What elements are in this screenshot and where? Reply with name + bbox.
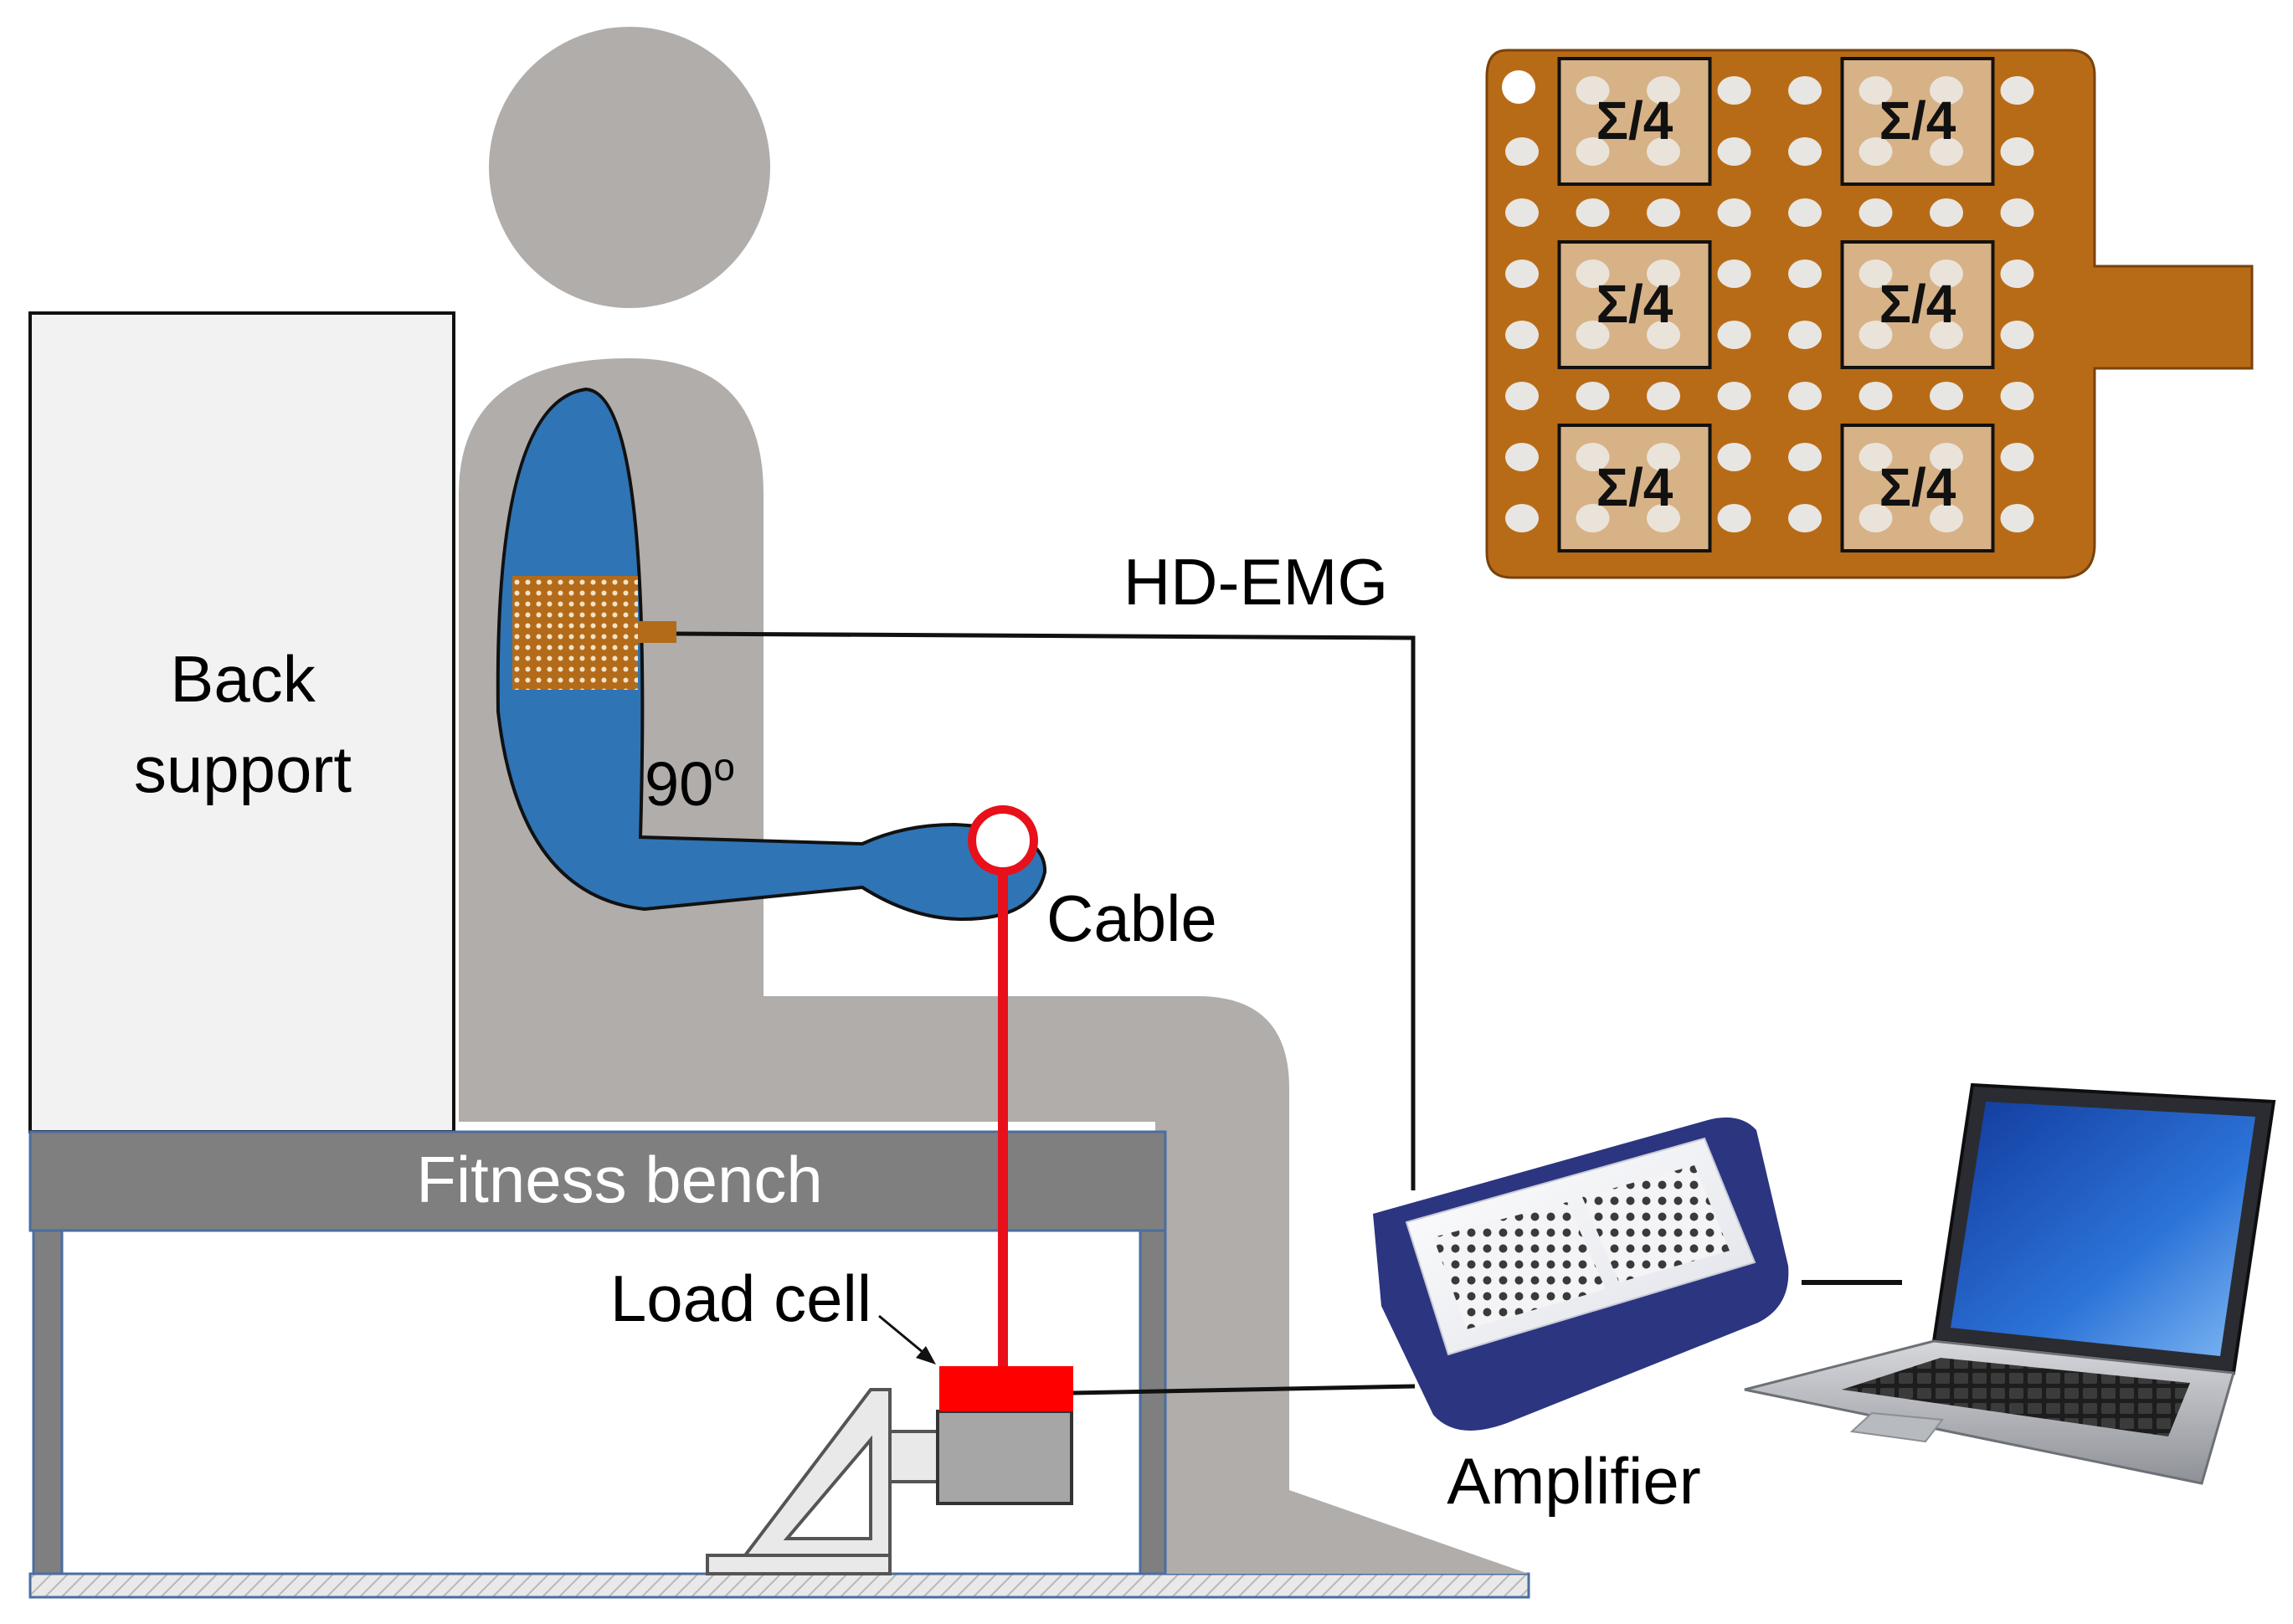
electrode-dot: [1788, 260, 1822, 288]
electrode-dot: [1505, 260, 1539, 288]
electrode-dot: [1647, 198, 1680, 227]
amplifier-socket-left: [1433, 1202, 1606, 1329]
grid-corner-hole: [1502, 70, 1535, 104]
electrode-dot: [2000, 76, 2034, 105]
laptop-keyboard: [1842, 1358, 2190, 1436]
mount-base: [706, 1554, 892, 1575]
floor: [28, 1572, 1530, 1599]
angle-label: 90o: [645, 745, 735, 819]
electrode-dot: [1859, 198, 1893, 227]
electrode-group-box-4: [1840, 240, 1995, 369]
back-support-label-line2: support: [134, 732, 352, 806]
electrode-dot: [2000, 260, 2034, 288]
electrode-dot: [2000, 321, 2034, 349]
electrode-dot: [1576, 198, 1610, 227]
electrode-group-box-2: [1840, 57, 1995, 186]
electrode-dot: [1717, 260, 1751, 288]
electrode-dot: [1717, 382, 1751, 410]
electrode-dot: [1717, 198, 1751, 227]
load-cell-pointer-head: [916, 1346, 936, 1364]
electrode-dot: [1788, 321, 1822, 349]
electrode-dot: [1576, 382, 1610, 410]
electrode-dot: [1930, 198, 1963, 227]
electrode-dot: [2000, 443, 2034, 471]
mount-arm: [888, 1430, 940, 1483]
electrode-dot: [2000, 382, 2034, 410]
fitness-bench: [28, 1130, 1167, 1575]
electrode-dot: [1717, 321, 1751, 349]
angle-unit: o: [713, 745, 735, 789]
bench-top: [28, 1130, 1167, 1232]
electrode-group-label-6: Σ/4: [1879, 457, 1956, 517]
person-head: [489, 27, 770, 308]
back-support: [28, 311, 455, 1133]
electrode-dot: [1717, 76, 1751, 105]
electrode-dot: [1930, 382, 1963, 410]
load-cell-mount: [706, 1388, 940, 1575]
bench-leg-right: [1139, 1229, 1167, 1575]
fitness-bench-label: Fitness bench: [416, 1143, 823, 1216]
electrode-dot: [1717, 443, 1751, 471]
hdemg-pad-tail: [638, 621, 676, 643]
electrode-group-box-1: [1557, 57, 1712, 186]
electrode-dot: [2000, 504, 2034, 532]
mount-triangle-inner: [783, 1435, 872, 1540]
electrode-dot: [1788, 443, 1822, 471]
person-silhouette: [459, 27, 1529, 1574]
electrode-dot: [1717, 137, 1751, 166]
amplifier-socket-right: [1582, 1165, 1730, 1282]
amplifier-device: [1373, 1117, 1789, 1431]
electrode-dot: [1505, 137, 1539, 166]
electrode-group-label-2: Σ/4: [1879, 90, 1956, 151]
hdemg-label: HD-EMG: [1123, 545, 1388, 619]
amplifier-label: Amplifier: [1447, 1444, 1700, 1518]
electrode-dot: [1788, 137, 1822, 166]
electrode-group-label-5: Σ/4: [1596, 457, 1673, 517]
angle-value: 90: [645, 749, 713, 819]
electrode-dot: [1788, 382, 1822, 410]
electrode-dot: [1859, 382, 1893, 410]
cable-ring: [968, 805, 1038, 876]
person-torso: [459, 358, 1529, 1574]
electrode-dot: [2000, 198, 2034, 227]
electrode-dot: [1788, 76, 1822, 105]
electrode-dot: [1647, 382, 1680, 410]
back-support-label-line1: Back: [170, 642, 316, 716]
electrode-group-label-4: Σ/4: [1879, 274, 1956, 334]
electrode-group-box-3: [1557, 240, 1712, 369]
hdemg-wire: [676, 631, 1416, 1190]
electrode-group-label-1: Σ/4: [1596, 90, 1673, 151]
electrode-dot: [2000, 137, 2034, 166]
load-cell-label: Load cell: [610, 1262, 871, 1335]
electrode-dot: [1717, 504, 1751, 532]
electrode-group-box-5: [1557, 424, 1712, 552]
bench-leg-left: [32, 1229, 64, 1575]
laptop-screen: [1951, 1102, 2255, 1356]
electrode-dot: [1505, 382, 1539, 410]
electrode-dot: [1505, 443, 1539, 471]
laptop: [1744, 1082, 2276, 1485]
electrode-dot: [1505, 198, 1539, 227]
electrode-group-box-6: [1840, 424, 1995, 552]
electrode-dot: [1788, 504, 1822, 532]
electrode-group-label-3: Σ/4: [1596, 274, 1673, 334]
hdemg-pad-on-arm: [512, 576, 638, 690]
laptop-touchpad: [1849, 1411, 1944, 1443]
load-cell-pointer: [878, 1314, 928, 1358]
cable-label: Cable: [1046, 881, 1217, 955]
load-cell-body: [936, 1410, 1073, 1505]
electrode-dot: [1505, 321, 1539, 349]
electrode-dot: [1788, 198, 1822, 227]
load-cell-wire: [1072, 1384, 1416, 1395]
electrode-dot: [1505, 504, 1539, 532]
load-cell-top: [939, 1366, 1073, 1411]
